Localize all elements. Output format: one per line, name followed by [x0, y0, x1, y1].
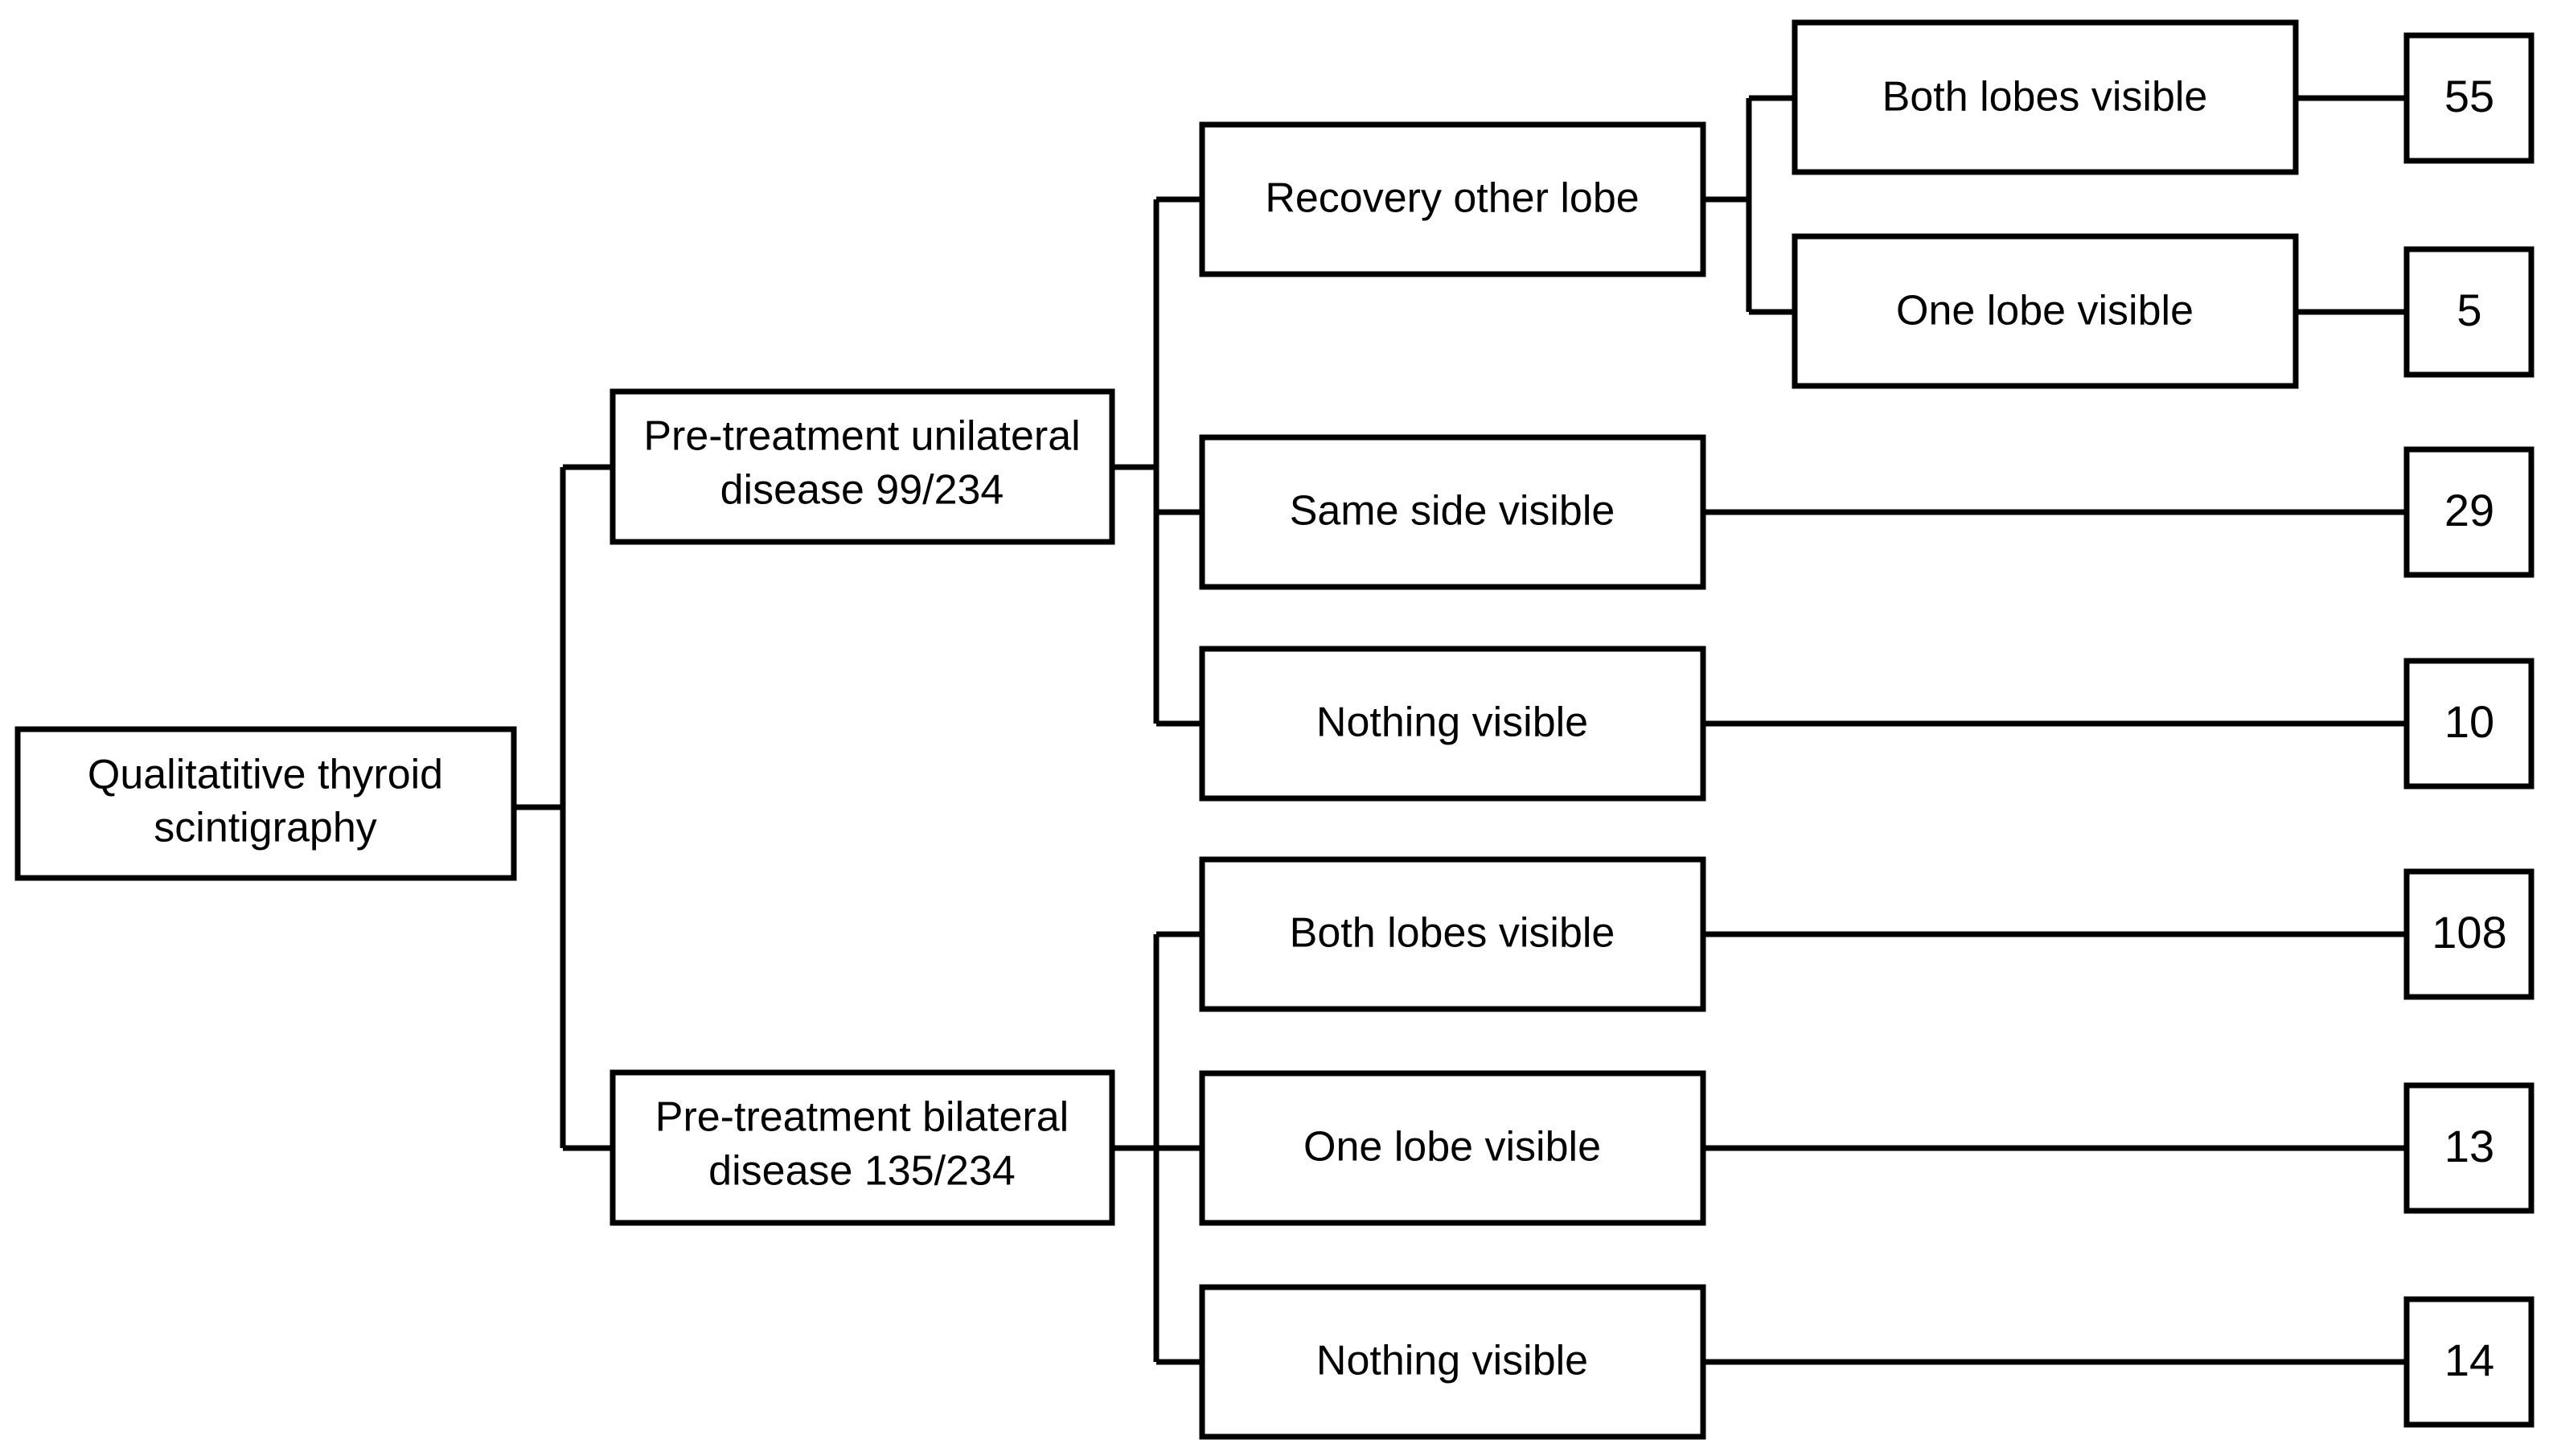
node-both-lobes-visible-bilateral[interactable]: Both lobes visible — [1199, 856, 1706, 1012]
value-box-29-rect — [2403, 446, 2535, 578]
node-both-lobes-visible-bilateral-label: Both lobes visible — [1290, 910, 1615, 957]
node-nothing-visible-bilateral[interactable]: Nothing visible — [1199, 1284, 1706, 1440]
node-nothing-visible-unilateral-box — [1199, 646, 1706, 802]
node-nothing-visible-unilateral-label: Nothing visible — [1316, 699, 1588, 746]
node-root-box — [14, 726, 517, 881]
node-nothing-visible-bilateral-box — [1199, 1284, 1706, 1440]
value-box-5-label: 5 — [2457, 285, 2481, 335]
value-box-108-label: 108 — [2432, 907, 2506, 958]
node-same-side-visible-label: Same side visible — [1290, 488, 1615, 535]
node-unilateral-label-line1: Pre-treatment unilateral — [643, 413, 1080, 460]
value-box-10-label: 10 — [2444, 696, 2494, 747]
node-unilateral-label-line2: disease 99/234 — [720, 467, 1004, 514]
node-recovery-other-lobe[interactable]: Recovery other lobe — [1199, 121, 1706, 277]
node-nothing-visible-bilateral-label: Nothing visible — [1316, 1338, 1588, 1384]
node-root-label-line2: scintigraphy — [154, 805, 376, 851]
node-root[interactable]: Qualitatitive thyroid scintigraphy — [14, 726, 517, 881]
node-root-label-line1: Qualitatitive thyroid — [88, 752, 443, 798]
value-box-13[interactable]: 13 — [2403, 1082, 2535, 1214]
value-box-14[interactable]: 14 — [2403, 1296, 2535, 1428]
node-one-lobe-visible-recovery[interactable]: One lobe visible — [1792, 233, 2299, 389]
node-both-lobes-visible-recovery[interactable]: Both lobes visible — [1792, 19, 2299, 175]
node-same-side-visible[interactable]: Same side visible — [1199, 434, 1706, 590]
node-one-lobe-visible-bilateral-box — [1199, 1070, 1706, 1226]
node-same-side-visible-box — [1199, 434, 1706, 590]
value-box-13-label: 13 — [2444, 1121, 2494, 1171]
node-recovery-other-lobe-label: Recovery other lobe — [1265, 175, 1639, 222]
value-box-14-rect — [2403, 1296, 2535, 1428]
node-both-lobes-visible-recovery-box — [1792, 19, 2299, 175]
node-unilateral-box — [610, 388, 1115, 545]
value-box-13-rect — [2403, 1082, 2535, 1214]
node-bilateral[interactable]: Pre-treatment bilateral disease 135/234 — [610, 1069, 1115, 1226]
node-nothing-visible-unilateral[interactable]: Nothing visible — [1199, 646, 1706, 802]
value-box-10-rect — [2403, 658, 2535, 790]
node-one-lobe-visible-recovery-box — [1792, 233, 2299, 389]
node-one-lobe-visible-bilateral[interactable]: One lobe visible — [1199, 1070, 1706, 1226]
value-box-108-rect — [2403, 868, 2535, 1000]
value-box-55-label: 55 — [2444, 71, 2494, 121]
value-box-5-rect — [2403, 246, 2535, 378]
value-box-108[interactable]: 108 — [2403, 868, 2535, 1000]
node-bilateral-box — [610, 1069, 1115, 1226]
node-bilateral-label-line1: Pre-treatment bilateral — [655, 1094, 1069, 1141]
value-box-10[interactable]: 10 — [2403, 658, 2535, 790]
value-box-5[interactable]: 5 — [2403, 246, 2535, 378]
node-recovery-other-lobe-box — [1199, 121, 1706, 277]
value-box-29[interactable]: 29 — [2403, 446, 2535, 578]
value-box-55[interactable]: 55 — [2403, 32, 2535, 164]
node-both-lobes-visible-bilateral-box — [1199, 856, 1706, 1012]
node-unilateral[interactable]: Pre-treatment unilateral disease 99/234 — [610, 388, 1115, 545]
value-box-55-rect — [2403, 32, 2535, 164]
node-bilateral-label-line2: disease 135/234 — [708, 1148, 1016, 1195]
value-box-29-label: 29 — [2444, 485, 2494, 535]
node-one-lobe-visible-bilateral-label: One lobe visible — [1303, 1124, 1601, 1171]
value-box-14-label: 14 — [2444, 1335, 2494, 1385]
node-one-lobe-visible-recovery-label: One lobe visible — [1896, 288, 2194, 334]
node-both-lobes-visible-recovery-label: Both lobes visible — [1882, 74, 2208, 121]
